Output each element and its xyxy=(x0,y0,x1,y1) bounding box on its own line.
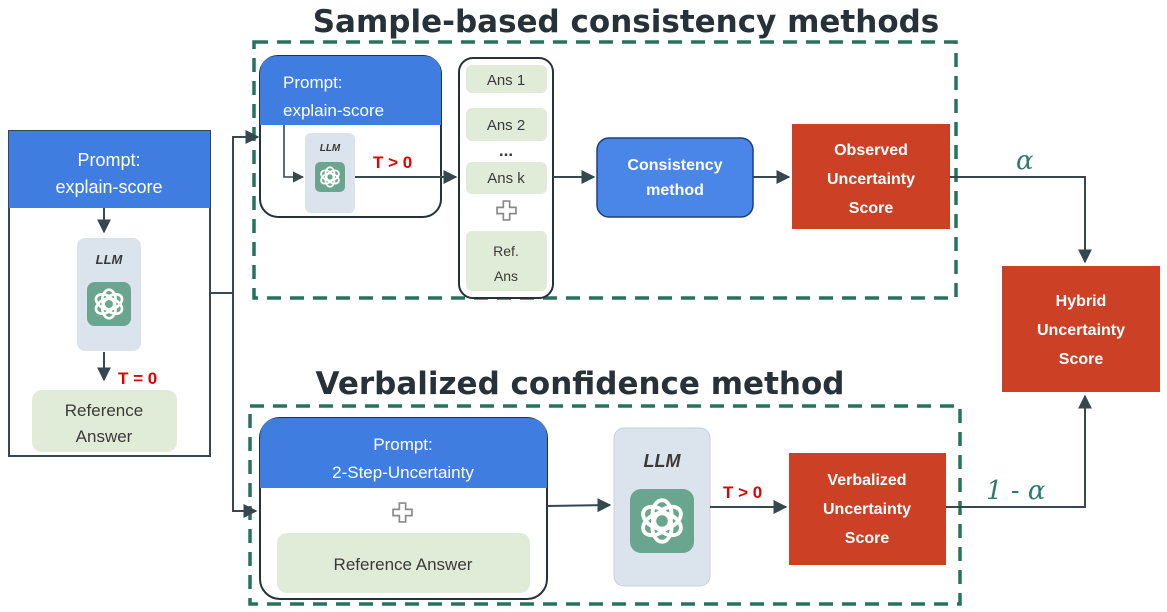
openai-logo-icon xyxy=(315,162,345,192)
verbalized-heading: Verbalized confidence method xyxy=(316,366,845,402)
verbalized-score-box: Verbalized Uncertainty Score xyxy=(789,453,946,565)
alpha-arrow xyxy=(950,176,1092,264)
left-reference-line1: Reference xyxy=(65,401,143,420)
verbal-temperature: T > 0 xyxy=(723,483,762,502)
answers-column: Ans 1 Ans 2 ... Ans k Ref. Ans xyxy=(458,57,554,299)
verbal-reference-answer xyxy=(277,533,530,593)
answer-box-k xyxy=(466,162,547,194)
verbalized-line3: Score xyxy=(845,530,890,547)
observed-line2: Uncertainty xyxy=(827,171,915,188)
ref-answer-line1: Ref. xyxy=(493,243,519,259)
consistency-line1: Consistency xyxy=(627,157,722,174)
answer-box-2 xyxy=(466,108,547,141)
left-prompt-box xyxy=(9,131,210,208)
observed-score-box: Observed Uncertainty Score xyxy=(792,124,950,229)
hybrid-score-box: Hybrid Uncertainty Score xyxy=(1002,266,1160,392)
left-temperature: T = 0 xyxy=(118,369,157,388)
answer-k: Ans k xyxy=(487,170,525,187)
answer-1: Ans 1 xyxy=(487,72,525,89)
left-reference-answer xyxy=(32,390,177,452)
one-minus-alpha-arrow xyxy=(946,394,1092,508)
left-reference-line2: Answer xyxy=(76,427,133,446)
verbalized-line2: Uncertainty xyxy=(823,501,911,518)
sample-temperature: T > 0 xyxy=(373,153,412,172)
branch-connectors xyxy=(210,130,260,518)
answer-box-1 xyxy=(466,65,547,93)
sample-based-heading: Sample-based consistency methods xyxy=(313,4,940,40)
left-prompt-line1: Prompt: xyxy=(77,150,140,170)
verbal-reference-text: Reference Answer xyxy=(334,555,473,574)
one-minus-alpha-weight: 1 - α xyxy=(986,476,1046,506)
ref-answer-box xyxy=(466,231,547,291)
verbalized-group xyxy=(248,404,962,606)
sample-based-group xyxy=(252,40,958,300)
left-prompt-line2: explain-score xyxy=(55,177,162,197)
hybrid-line2: Uncertainty xyxy=(1037,322,1125,339)
consistency-method-box: Consistency method xyxy=(596,137,754,218)
hybrid-line1: Hybrid xyxy=(1056,293,1107,310)
observed-line1: Observed xyxy=(834,142,908,159)
observed-line3: Score xyxy=(849,200,894,217)
verbal-llm-label: LLM xyxy=(644,451,682,471)
verbal-prompt-panel: Prompt: 2-Step-Uncertainty Reference Ans… xyxy=(259,417,548,600)
consistency-line2: method xyxy=(646,182,704,199)
ref-answer-line2: Ans xyxy=(494,268,518,284)
left-panel: Prompt: explain-score LLM T = 0 Referenc… xyxy=(8,130,211,457)
answer-2: Ans 2 xyxy=(487,117,525,134)
answer-ellipsis: ... xyxy=(499,141,513,160)
openai-logo-icon xyxy=(87,282,131,326)
sample-prompt-panel: Prompt: explain-score LLM T > 0 xyxy=(259,55,458,218)
sample-llm-label: LLM xyxy=(320,143,341,154)
sample-prompt-line2: explain-score xyxy=(283,101,384,120)
hybrid-line3: Score xyxy=(1059,351,1104,368)
verbal-llm-card: LLM xyxy=(613,427,711,587)
verbalized-line1: Verbalized xyxy=(827,472,906,489)
openai-logo-icon xyxy=(630,489,694,553)
left-llm-label: LLM xyxy=(96,252,124,267)
verbal-prompt-line1: Prompt: xyxy=(373,435,433,454)
verbal-prompt-line2: 2-Step-Uncertainty xyxy=(332,463,474,482)
sample-prompt-line1: Prompt: xyxy=(283,73,343,92)
alpha-weight: α xyxy=(1016,146,1034,176)
